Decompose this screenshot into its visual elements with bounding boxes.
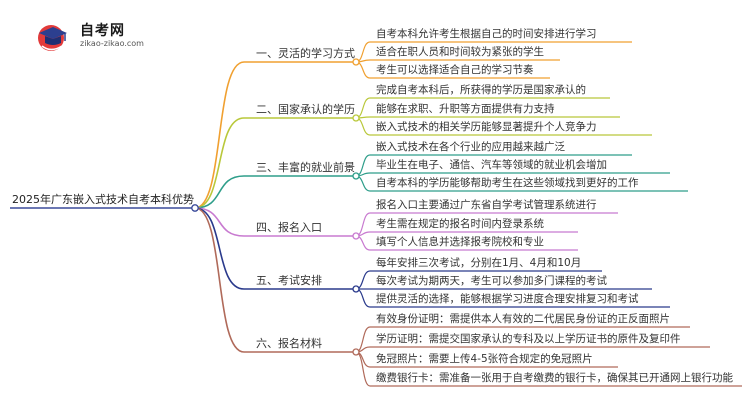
leaf-label-5-2: 每次考试为期两天，考生可以参加多门课程的考试 (376, 275, 607, 287)
leaf-label-2-1: 完成自考本科后，所获得的学历是国家承认的 (376, 84, 586, 96)
category-label-4: 四、报名入口 (256, 221, 322, 234)
leaf-label-6-1: 有效身份证明：需提供本人有效的二代居民身份证的正反面照片 (376, 313, 670, 325)
leaf-label-4-1: 报名入口主要通过广东省自学考试管理系统进行 (376, 199, 597, 211)
leaf-label-5-3: 提供灵活的选择，能够根据学习进度合理安排复习和考试 (376, 293, 639, 305)
leaf-link-6-4 (355, 351, 371, 387)
leaf-label-1-2: 适合在职人员和时间较为紧张的学生 (376, 46, 544, 58)
category-node-dot-2 (352, 114, 360, 122)
leaf-link-1-1 (355, 41, 371, 63)
logo-brand-text: 自考网 (80, 23, 125, 39)
leaf-link-6-1 (355, 326, 371, 353)
leaf-link-2-1 (355, 97, 371, 119)
category-label-3: 三、丰富的就业前景 (256, 161, 355, 174)
mind-map-links (10, 41, 742, 387)
mind-map-nodes (191, 58, 360, 356)
category-label-6: 六、报名材料 (256, 337, 322, 350)
site-logo[interactable]: 自考网 zikao-zikao.com (36, 20, 156, 54)
category-label-1: 一、灵活的学习方式 (256, 47, 355, 60)
root-node-dot (191, 204, 199, 212)
category-node-dot-3 (352, 172, 360, 180)
branch-link-1 (194, 61, 245, 209)
leaf-label-3-2: 毕业生在电子、通信、汽车等领域的就业机会增加 (376, 159, 607, 171)
leaf-label-6-3: 免冠照片：需要上传4-5张符合规定的免冠照片 (376, 353, 593, 365)
leaf-label-2-2: 能够在求职、升职等方面提供有力支持 (376, 103, 555, 115)
branch-link-4 (194, 207, 245, 237)
leaf-label-5-1: 每年安排三次考试，分别在1月、4月和10月 (376, 257, 582, 269)
category-label-2: 二、国家承认的学历 (256, 103, 355, 116)
branch-link-5 (194, 207, 245, 290)
category-node-dot-6 (352, 348, 360, 356)
leaf-label-3-1: 嵌入式技术在各个行业的应用越来越广泛 (376, 141, 565, 153)
leaf-label-4-3: 填写个人信息并选择报考院校和专业 (376, 236, 544, 248)
root-node-label: 2025年广东嵌入式技术自考本科优势 (12, 193, 194, 206)
category-label-5: 五、考试安排 (256, 274, 322, 287)
branch-link-6 (194, 207, 245, 353)
logo-domain-text: zikao-zikao.com (80, 39, 144, 48)
branch-link-3 (194, 175, 245, 209)
leaf-label-2-3: 嵌入式技术的相关学历能够显著提升个人竞争力 (376, 121, 597, 133)
leaf-label-1-3: 考生可以选择适合自己的学习节奏 (376, 64, 534, 76)
category-node-dot-5 (352, 285, 360, 293)
branch-link-2 (194, 117, 245, 209)
graduation-cap-icon (38, 25, 67, 51)
category-node-dot-1 (352, 58, 360, 66)
category-node-dot-4 (352, 232, 360, 240)
leaf-label-3-3: 自考本科的学历能够帮助考生在这些领域找到更好的工作 (376, 177, 639, 189)
leaf-label-4-2: 考生需在规定的报名时间内登录系统 (376, 218, 544, 230)
leaf-label-6-4: 缴费银行卡：需准备一张用于自考缴费的银行卡，确保其已开通网上银行功能 (376, 372, 733, 384)
leaf-label-6-2: 学历证明：需提交国家承认的专科及以上学历证书的原件及复印件 (376, 333, 681, 345)
leaf-label-1-1: 自考本科允许考生根据自己的时间安排进行学习 (376, 28, 597, 40)
